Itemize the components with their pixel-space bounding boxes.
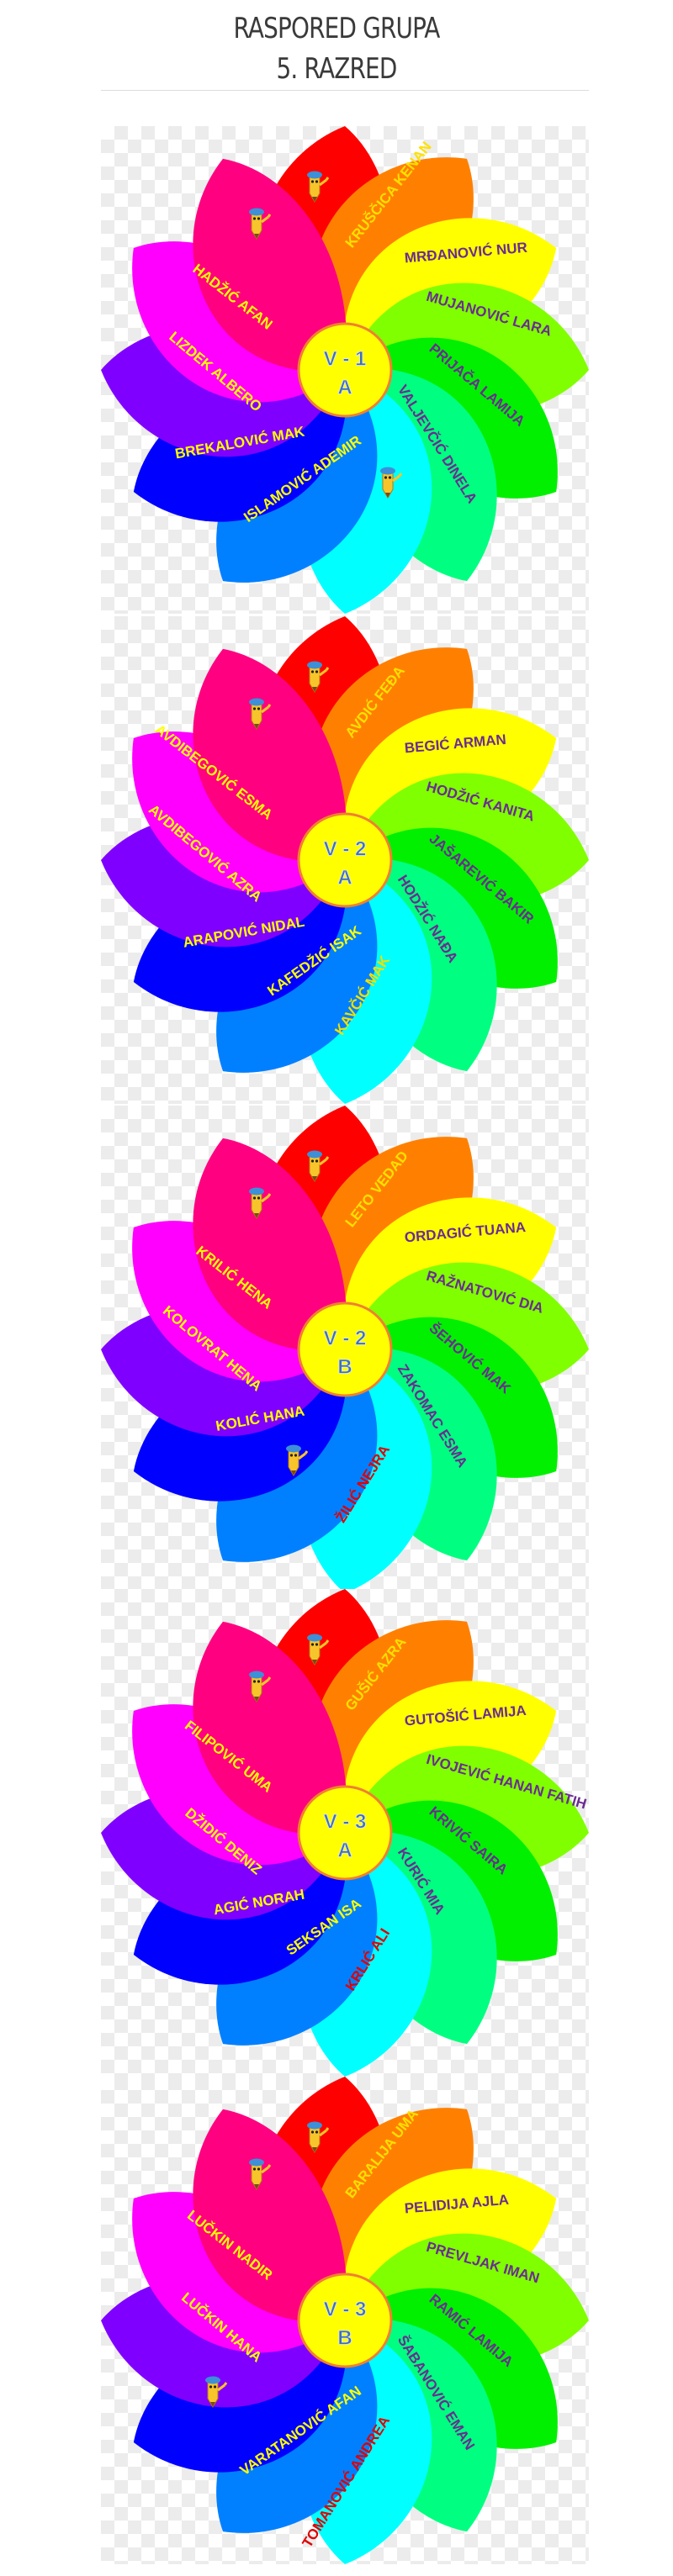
pencil-mascot-icon — [249, 1187, 272, 1219]
petal-deeppink — [193, 2109, 347, 2322]
pencil-mascot-icon — [380, 467, 403, 499]
pencil-mascot-icon — [307, 171, 330, 203]
page-title: RASPORED GRUPA — [233, 12, 440, 45]
page-subtitle: 5. RAZRED — [276, 52, 398, 86]
group-label: V - 2 — [324, 1327, 367, 1349]
section-label: A — [337, 866, 352, 889]
group-center-badge — [297, 2272, 393, 2368]
pencil-mascot-icon — [307, 1150, 330, 1182]
section-label: A — [337, 376, 352, 399]
pencil-mascot-icon — [205, 2376, 228, 2408]
group-label: V - 2 — [324, 837, 367, 860]
pencil-mascot-icon — [249, 208, 272, 240]
divider — [101, 90, 589, 91]
group-center-badge — [297, 812, 393, 908]
petal-deeppink — [193, 158, 347, 372]
pencil-mascot-icon — [307, 661, 330, 693]
pencil-mascot-icon — [249, 2158, 272, 2190]
section-label: B — [337, 2326, 352, 2349]
pencil-mascot-icon — [249, 1671, 272, 1702]
group-label: V - 1 — [324, 347, 367, 370]
section-label: B — [337, 1355, 352, 1378]
group-center-badge — [297, 322, 393, 418]
petal-deeppink — [193, 648, 347, 862]
petal-deeppink — [193, 1621, 347, 1834]
pencil-mascot-icon — [307, 2121, 330, 2153]
group-label: V - 3 — [324, 2298, 367, 2320]
section-label: A — [337, 1839, 352, 1861]
pencil-mascot-icon — [249, 698, 272, 730]
group-center-badge — [297, 1301, 393, 1397]
group-center-badge — [297, 1785, 393, 1881]
petal-deeppink — [193, 1138, 347, 1351]
pencil-mascot-icon — [286, 1444, 309, 1476]
group-label: V - 3 — [324, 1810, 367, 1833]
pencil-mascot-icon — [307, 1634, 330, 1665]
